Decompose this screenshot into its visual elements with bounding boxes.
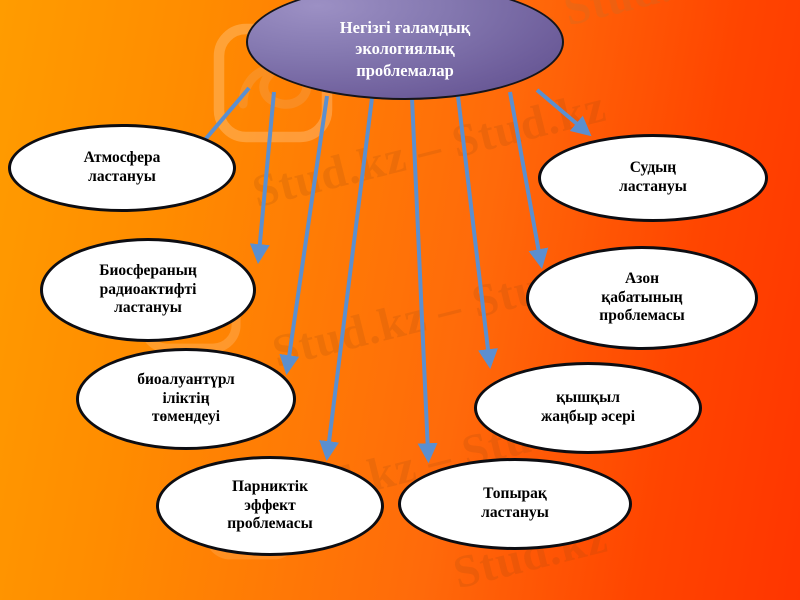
node-qyshqyl-janbyr-label: қышқыл жаңбыр әсері: [540, 389, 636, 425]
hub-node-label: Негізгі ғаламдық экологиялық проблемалар: [339, 17, 471, 80]
node-bioaluantyrlilik-label: биоалуантүрл іліктің төмендеуі: [137, 370, 235, 426]
node-azon-qabaty[interactable]: Азон қабатының проблемасы: [526, 246, 758, 350]
arrow-to-bioaluan: [279, 95, 329, 376]
node-sudyn-lastanuy[interactable]: Судың ластануы: [538, 134, 768, 222]
node-atmosfera-label: Атмосфера ластануы: [83, 149, 161, 185]
node-topyraq-label: Топырақ ластануы: [481, 485, 549, 521]
node-bioaluantyrlilik[interactable]: биоалуантүрл іліктің төмендеуі: [76, 348, 296, 450]
node-topyraq[interactable]: Топырақ ластануы: [398, 458, 632, 550]
node-qyshqyl-janbyr[interactable]: қышқыл жаңбыр әсері: [474, 362, 702, 454]
node-biosfera[interactable]: Биосфераның радиоактифті ластануы: [40, 238, 256, 342]
node-parniktik-effekt[interactable]: Парниктік эффект проблемасы: [156, 456, 384, 556]
node-sudyn-lastanuy-label: Судың ластануы: [619, 159, 687, 195]
arrow-to-biosfera: [249, 91, 276, 265]
arrow-to-sudyn: [535, 88, 592, 137]
node-azon-qabaty-label: Азон қабатының проблемасы: [599, 269, 685, 325]
arrow-to-topyraq: [410, 97, 438, 464]
arrow-to-azon: [508, 91, 549, 270]
node-atmosfera[interactable]: Атмосфера ластануы: [8, 124, 236, 212]
node-parniktik-effekt-label: Парниктік эффект проблемасы: [227, 477, 313, 533]
arrow-to-qyshqyl: [456, 95, 498, 370]
node-biosfera-label: Биосфераның радиоактифті ластануы: [99, 261, 197, 317]
hub-node[interactable]: Негізгі ғаламдық экологиялық проблемалар: [246, 0, 564, 100]
arrow-to-parnik: [319, 97, 374, 462]
